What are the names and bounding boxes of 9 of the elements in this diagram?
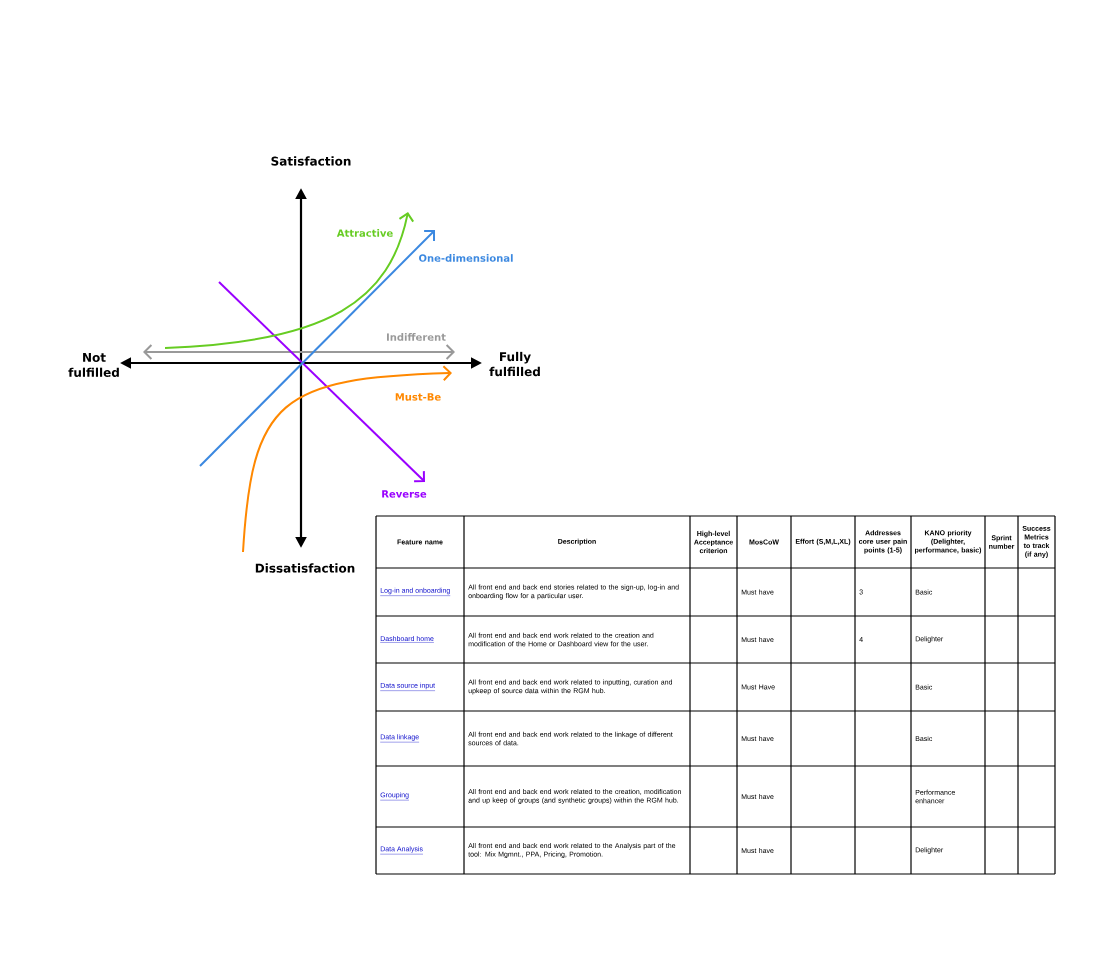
axis-label: Not fulfilled	[68, 353, 119, 377]
axis-label: Fully fulfilled	[489, 351, 540, 377]
axis-label: Satisfaction	[271, 156, 351, 166]
axis-label: Dissatisfaction	[255, 563, 355, 573]
curve-label: Reverse	[382, 490, 427, 498]
curve-label: Must-Be	[395, 393, 441, 401]
curve-label: Attractive	[336, 229, 393, 237]
curve-label: One-dimensional	[419, 254, 513, 262]
curve-label: Indifferent	[386, 333, 446, 341]
